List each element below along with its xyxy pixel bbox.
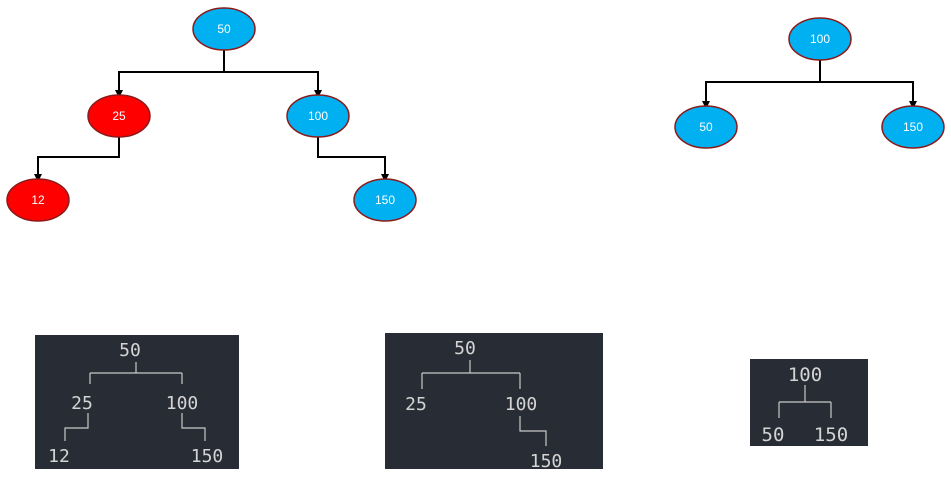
- terminal-node-label: 100: [505, 394, 538, 415]
- terminal-node-label: 100: [788, 364, 822, 386]
- node-circle: [6, 178, 70, 222]
- terminal-panel: 100 50 150: [750, 359, 868, 446]
- terminal-background: [385, 333, 603, 469]
- node-label: 100: [308, 109, 328, 123]
- tree-before-rotation: 50 25 100 12 150: [6, 7, 417, 222]
- node-label: 50: [217, 22, 231, 36]
- node-label: 150: [375, 193, 395, 207]
- node-label: 150: [903, 120, 923, 134]
- terminal-node-label: 50: [119, 340, 141, 361]
- node-circle: [87, 94, 151, 138]
- terminal-tree-lines: [421, 360, 547, 446]
- terminal-node-label: 50: [762, 424, 785, 446]
- tree-node: 25: [87, 94, 151, 138]
- terminal-tree-lines: [778, 385, 832, 418]
- edge-100-50: [702, 58, 821, 109]
- tree-node: 50: [674, 105, 738, 149]
- tree-node: 100: [788, 17, 852, 61]
- node-label: 50: [699, 120, 713, 134]
- terminal-tree-lines: [64, 362, 206, 441]
- tree-after-rotation: 100 50 150: [674, 17, 945, 149]
- node-circle: [881, 105, 945, 149]
- node-circle: [192, 7, 256, 51]
- tree-node: 12: [6, 178, 70, 222]
- edge-25-12: [34, 136, 120, 182]
- node-circle: [286, 94, 350, 138]
- terminal-node-label: 25: [405, 394, 427, 415]
- terminal-node-label: 50: [454, 338, 476, 359]
- tree-node: 50: [192, 7, 256, 51]
- terminal-node-label: 25: [71, 393, 93, 414]
- terminal-node-label: 150: [191, 446, 224, 467]
- terminal-panel: 50 25 100 150: [385, 333, 603, 472]
- node-label: 100: [810, 32, 830, 46]
- node-label: 12: [31, 193, 45, 207]
- terminal-node-label: 100: [166, 393, 199, 414]
- node-circle: [353, 178, 417, 222]
- edge-100-150: [819, 58, 917, 109]
- terminal-node-label: 150: [530, 451, 563, 472]
- node-circle: [674, 105, 738, 149]
- terminal-background: [35, 335, 239, 469]
- node-circle: [788, 17, 852, 61]
- edge-50-100: [223, 47, 322, 98]
- terminal-node-label: 12: [48, 446, 70, 467]
- tree-node: 150: [353, 178, 417, 222]
- node-label: 25: [112, 109, 126, 123]
- edge-100-150: [317, 136, 389, 182]
- terminal-panel: 50 25 100 12 150: [35, 335, 239, 469]
- edge-50-25: [115, 47, 225, 98]
- tree-node: 100: [286, 94, 350, 138]
- tree-node: 150: [881, 105, 945, 149]
- terminal-node-label: 150: [814, 424, 848, 446]
